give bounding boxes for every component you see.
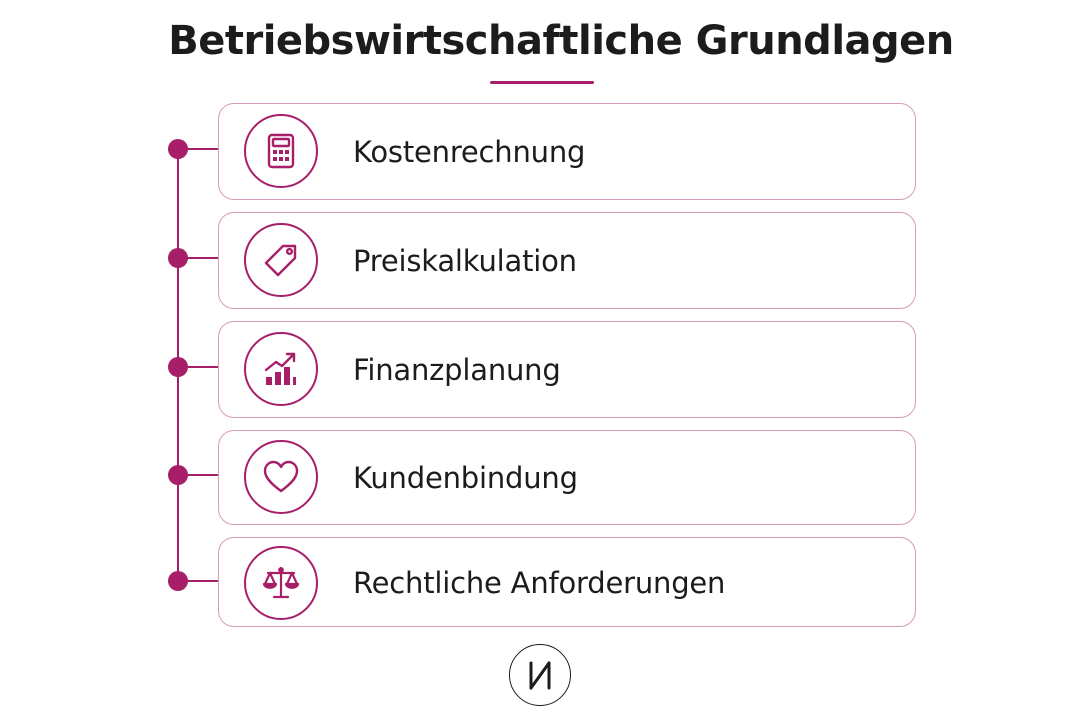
title-underline [490, 81, 594, 84]
timeline-dot [168, 465, 188, 485]
topic-card-kundenbindung: Kundenbindung [218, 430, 916, 525]
growth-chart-icon [244, 332, 318, 406]
topic-label: Rechtliche Anforderungen [353, 566, 726, 600]
topic-card-finanzplanung: Finanzplanung [218, 321, 916, 418]
timeline-connector [177, 257, 219, 259]
topic-card-preiskalkulation: Preiskalkulation [218, 212, 916, 309]
timeline-dot [168, 571, 188, 591]
topic-card-kostenrechnung: Kostenrechnung [218, 103, 916, 200]
topic-label: Kundenbindung [353, 461, 578, 495]
heart-icon [244, 440, 318, 514]
brand-logo [509, 644, 571, 706]
topic-label: Kostenrechnung [353, 135, 586, 169]
price-tag-icon [244, 223, 318, 297]
page-title: Betriebswirtschaftliche Grundlagen [168, 18, 954, 64]
timeline-connector [177, 366, 219, 368]
timeline-connector [177, 580, 219, 582]
timeline-connector [177, 474, 219, 476]
timeline-dot [168, 139, 188, 159]
calculator-icon [244, 114, 318, 188]
scales-icon [244, 546, 318, 620]
topic-label: Preiskalkulation [353, 244, 577, 278]
topic-label: Finanzplanung [353, 353, 561, 387]
timeline-dot [168, 357, 188, 377]
timeline-connector [177, 148, 219, 150]
timeline-dot [168, 248, 188, 268]
topic-card-rechtliche-anforderungen: Rechtliche Anforderungen [218, 537, 916, 627]
